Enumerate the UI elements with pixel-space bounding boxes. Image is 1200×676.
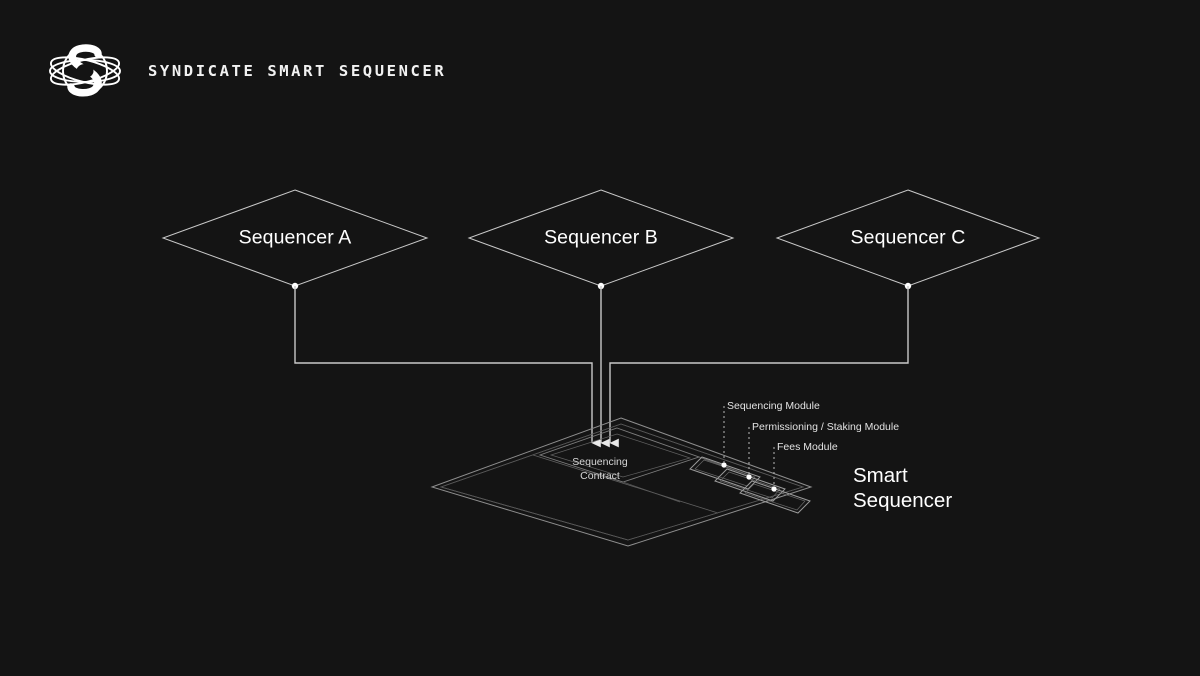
sequencer-label-b: Sequencer B [544, 226, 658, 249]
platform-outer-plate [430, 417, 813, 547]
contract-to-module-ridge-bottom [622, 481, 681, 503]
connector-path-c [609, 286, 909, 448]
platform-deck [440, 423, 804, 541]
sequencer-label-c: Sequencer C [850, 226, 966, 249]
module-anchor-dot-permissioning [746, 474, 752, 480]
syndicate-globe-s-logo-icon [49, 44, 121, 97]
smart-sequencer-platform[interactable] [430, 406, 813, 547]
module-anchor-dot-sequencing [721, 462, 727, 468]
module-tile-fees[interactable] [739, 480, 811, 514]
platform-title-line2: Sequencer [853, 489, 953, 512]
connector-path-a [294, 286, 601, 448]
module-label-fees: Fees Module [777, 441, 838, 453]
platform-title: Smart Sequencer [853, 463, 952, 513]
module-anchor-dot-fees [771, 486, 777, 492]
platform-seam-mid [532, 454, 719, 514]
brand-header: SYNDICATE SMART SEQUENCER [48, 42, 446, 100]
sequencing-contract-slab-inner [549, 433, 692, 478]
module-tile-permissioning[interactable] [714, 468, 786, 502]
sequencing-contract-label-line1: Sequencing [572, 456, 628, 468]
sequencing-contract-label: Sequencing Contract [572, 456, 627, 483]
module-label-permissioning: Permissioning / Staking Module [752, 421, 900, 433]
sequencing-contract-label-line2: Contract [580, 469, 620, 482]
wordmark: SYNDICATE SMART SEQUENCER [148, 62, 447, 80]
sequencer-label-a: Sequencer A [238, 226, 352, 249]
module-label-sequencing: Sequencing Module [727, 400, 820, 412]
platform-title-line1: Smart [853, 464, 908, 487]
